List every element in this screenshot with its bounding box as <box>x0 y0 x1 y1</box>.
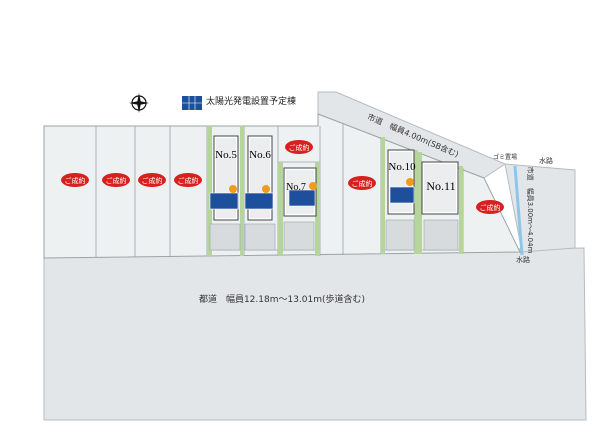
waterway-line <box>513 165 524 256</box>
lot-no-7-label: No.7 <box>286 182 306 193</box>
lot-sold-1: ご成約 <box>61 173 89 187</box>
upper-road-label: 市道 幅員4.00m(SB含む) <box>366 111 461 159</box>
side-road-label: 市道 幅員3.00m～4.04m <box>526 167 535 254</box>
waterway-bottom-label: 水路 <box>516 255 530 264</box>
solar-panel-icon <box>182 96 202 110</box>
main-road-label: 都道 幅員12.18m～13.01m(歩道含む) <box>199 293 365 305</box>
lot-no-10-label: No.10 <box>388 161 416 173</box>
lot-sold-4: ご成約 <box>174 173 202 187</box>
svg-text:ご成約: ご成約 <box>480 203 501 212</box>
waterway-top-label: 水路 <box>539 156 553 165</box>
parking <box>209 219 459 251</box>
lot-no-11-label: No.11 <box>426 179 455 193</box>
lot-sold-3: ご成約 <box>138 173 166 187</box>
lot-sold-2: ご成約 <box>102 173 130 187</box>
side-road <box>504 163 576 253</box>
legend: 太陽光発電設置予定棟 <box>126 90 426 116</box>
lot-no-5-label: No.5 <box>215 149 237 161</box>
svg-text:ご成約: ご成約 <box>289 143 310 152</box>
svg-text:ご成約: ご成約 <box>178 176 199 185</box>
upper-road <box>317 91 507 179</box>
lot-no-6-label: No.6 <box>249 149 271 161</box>
svg-text:ご成約: ご成約 <box>352 179 373 188</box>
svg-text:ご成約: ご成約 <box>106 176 127 185</box>
svg-text:ご成約: ご成約 <box>142 176 163 185</box>
solar-panels <box>209 186 415 210</box>
lot-sold-6: ご成約 <box>348 176 376 190</box>
green-areas <box>207 126 463 256</box>
sun-icons <box>229 178 414 193</box>
lot-sold-7: ご成約 <box>476 200 504 214</box>
svg-text:ご成約: ご成約 <box>65 176 86 185</box>
compass-icon <box>129 93 149 113</box>
lot-sold-5: ご成約 <box>285 140 313 154</box>
solar-legend-label: 太陽光発電設置予定棟 <box>206 97 297 107</box>
garbage-label: ゴミ置場 <box>493 153 517 161</box>
